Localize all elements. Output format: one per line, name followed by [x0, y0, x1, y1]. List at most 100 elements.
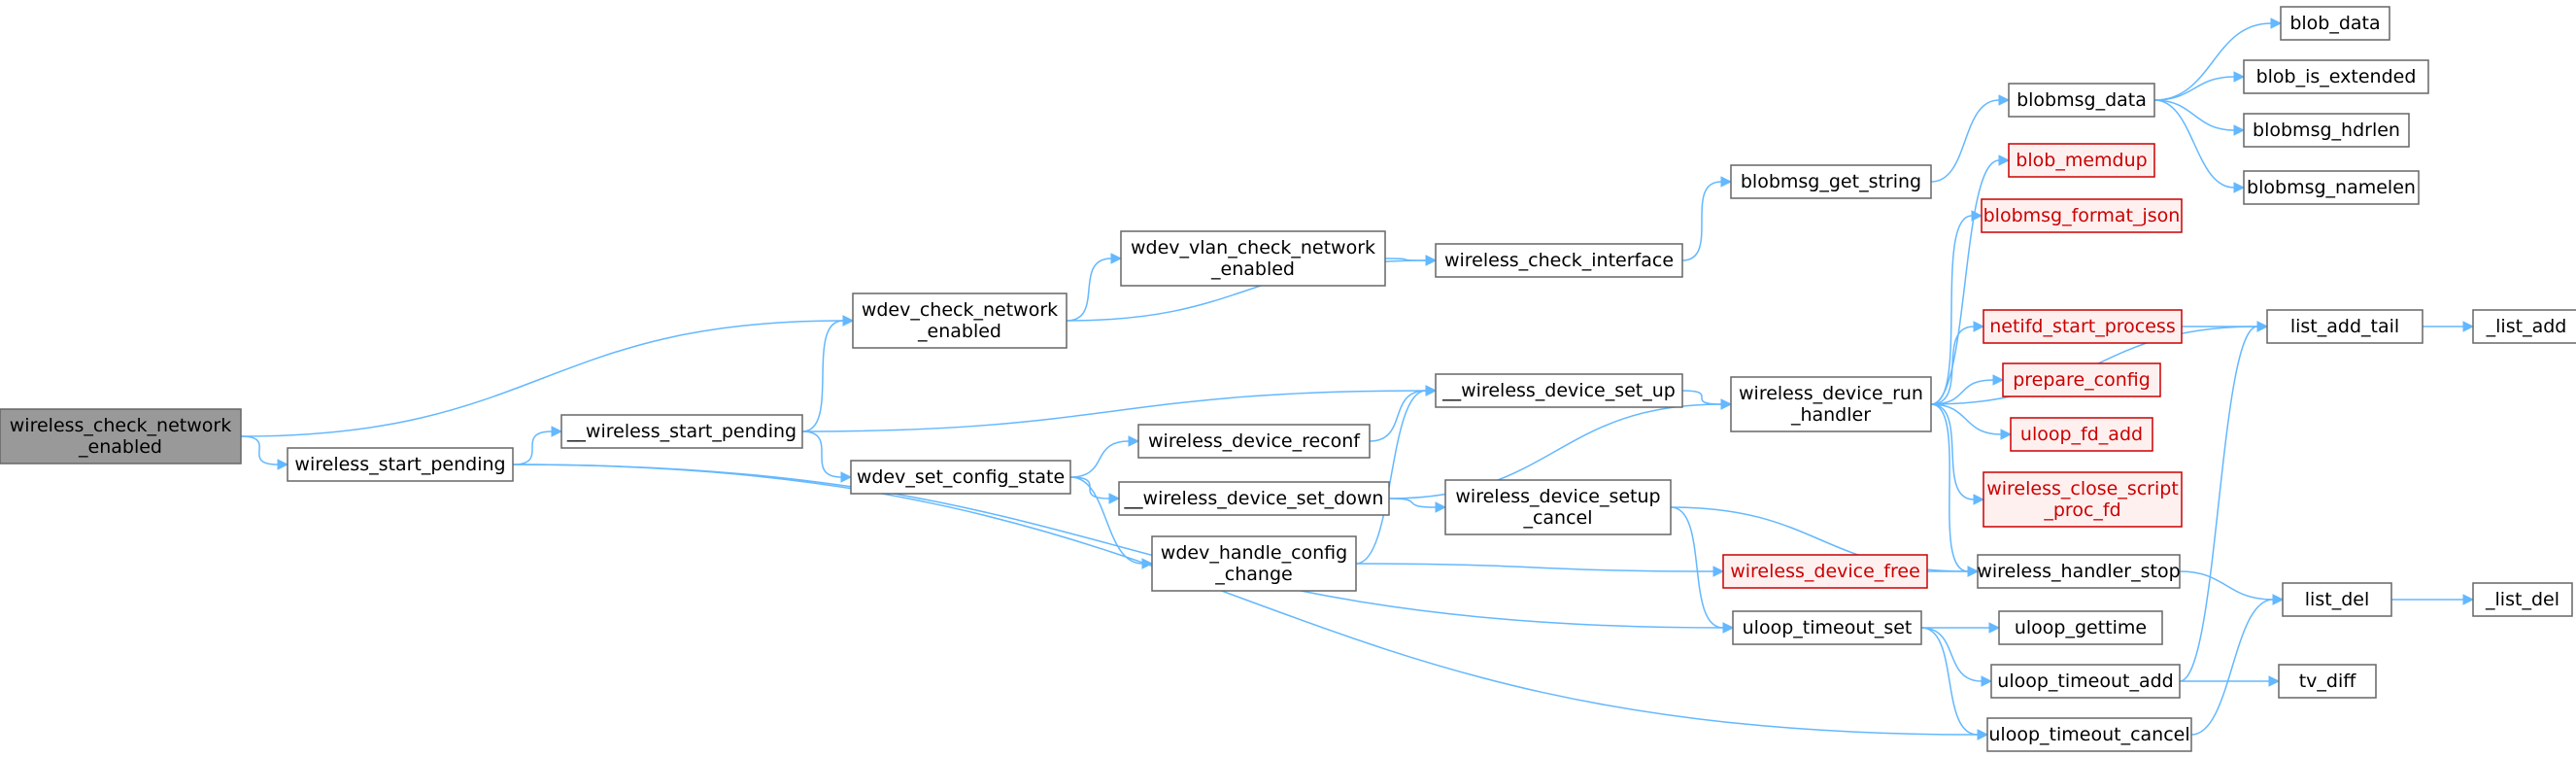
edge-arrowhead — [2272, 594, 2285, 605]
edge-arrowhead — [842, 315, 855, 327]
node-box — [1732, 610, 1922, 645]
node-box — [2266, 309, 2423, 344]
node-timeout-cancel[interactable]: uloop_timeout_cancel — [1986, 717, 2192, 752]
node-box — [0, 408, 242, 465]
node-handle-cfg[interactable]: wdev_handle_config_change — [1151, 535, 1357, 592]
node-close-script[interactable]: wireless_close_script_proc_fd — [1983, 471, 2183, 528]
node-blob-is-ext[interactable]: blob_is_extended — [2243, 59, 2429, 94]
node-label: uloop_timeout_set — [1743, 617, 1913, 638]
node-hdrlen[interactable]: blobmsg_hdrlen — [2243, 113, 2410, 148]
node-setup-cancel[interactable]: wireless_device_setup_cancel — [1444, 479, 1672, 535]
edge-set_down-to-setup_cancel — [1388, 498, 1447, 513]
node-blobmsg-data[interactable]: blobmsg_data — [2008, 83, 2155, 118]
node-label: tv_diff — [2299, 671, 2357, 692]
edge-line — [1920, 627, 1979, 736]
node-list-del[interactable]: _list_del — [2472, 582, 2573, 617]
node-label: _enabled — [78, 436, 162, 458]
edge-start_pending-to-__start_pending — [512, 426, 563, 465]
edge-timeout_set-to-gettime — [1921, 622, 2001, 634]
node-set-config[interactable]: wdev_set_config_state — [850, 460, 1071, 495]
edge-blobmsg_data-to-blob_data — [2153, 17, 2283, 101]
node-vlan-check[interactable]: wdev_vlan_check_network_enabled — [1120, 230, 1386, 287]
edge-arrowhead — [1971, 210, 1983, 222]
node-namelen[interactable]: blobmsg_namelen — [2243, 170, 2420, 205]
node-gettime[interactable]: uloop_gettime — [1998, 610, 2163, 645]
node-netifd-start[interactable]: netifd_start_process — [1983, 309, 2183, 344]
node-label: blobmsg_get_string — [1741, 171, 1921, 192]
edge-vlan_check-to-check_iface — [1384, 255, 1438, 266]
node-box — [1983, 471, 2183, 528]
node-set-up[interactable]: __wireless_device_set_up — [1435, 373, 1683, 408]
edge-arrowhead — [1435, 501, 1447, 513]
node-label: wdev_set_config_state — [857, 466, 1065, 488]
node-set-down[interactable]: __wireless_device_set_down — [1118, 481, 1390, 516]
node-box — [1730, 376, 1932, 432]
edge-line — [1069, 476, 1143, 565]
edge-run_handler-to-uloop_fd_add — [1930, 403, 2013, 440]
edge-line — [1069, 440, 1130, 478]
node-box — [1983, 309, 2183, 344]
edge-run_handler-to-blob_memdup — [1930, 155, 2011, 405]
node-prepare-cfg[interactable]: prepare_config — [2002, 362, 2161, 397]
edge-timeout_set-to-timeout_cancel — [1920, 627, 1989, 740]
node-box — [287, 447, 514, 482]
edge-netifd_start-to-list_add_tail — [2182, 321, 2269, 332]
node-tv-diff[interactable]: tv_diff — [2278, 664, 2377, 699]
edge-arrowhead — [1967, 566, 1980, 577]
node-timeout-set[interactable]: uloop_timeout_set — [1732, 610, 1922, 645]
edge-line — [1930, 99, 2000, 183]
edge-line — [1930, 379, 1994, 405]
node-box — [850, 460, 1071, 495]
node-label: blobmsg_format_json — [1983, 205, 2181, 226]
node-box — [2472, 582, 2573, 617]
node-uloop-fd-add[interactable]: uloop_fd_add — [2010, 417, 2153, 452]
edge-arrowhead — [1998, 155, 2011, 166]
edge-arrowhead — [2462, 594, 2475, 605]
node-list-add-tail[interactable]: list_add_tail — [2266, 309, 2423, 344]
node-label: wdev_handle_config — [1161, 542, 1347, 564]
node-start-pending[interactable]: wireless_start_pending — [287, 447, 514, 482]
node-label: _list_add — [2486, 316, 2567, 337]
edge-arrowhead — [2270, 17, 2283, 29]
node-box — [1435, 243, 1683, 278]
edge-arrowhead — [1110, 253, 1123, 264]
edge-arrowhead — [1141, 558, 1154, 569]
node-reconf[interactable]: wireless_device_reconf — [1137, 424, 1371, 459]
node-box — [1722, 554, 1928, 589]
node-timeout-add[interactable]: uloop_timeout_add — [1990, 664, 2181, 699]
edge-run_handler-to-netifd_start — [1930, 321, 1985, 405]
node-blob-data[interactable]: blob_data — [2280, 6, 2390, 41]
node-label: _change — [1214, 564, 1292, 585]
edge-line — [1681, 390, 1722, 405]
edge-timeout_set-to-timeout_add — [1920, 627, 1993, 687]
node-label: blobmsg_hdrlen — [2253, 120, 2400, 141]
edge-arrowhead — [1981, 675, 1993, 687]
node-format-json[interactable]: blobmsg_format_json — [1981, 198, 2183, 233]
node-root[interactable]: wireless_check_network_enabled — [0, 408, 242, 465]
node-label: wdev_vlan_check_network — [1131, 237, 1375, 258]
node-box — [1981, 198, 2183, 233]
edge-arrowhead — [1712, 566, 1725, 577]
node-run-handler[interactable]: wireless_device_run_handler — [1730, 376, 1932, 432]
node-dev-free[interactable]: wireless_device_free — [1722, 554, 1928, 589]
edge-line — [1670, 506, 1724, 629]
node-list-add[interactable]: _list_add — [2472, 309, 2576, 344]
edge-line — [1681, 181, 1722, 261]
edge-setup_cancel-to-timeout_set — [1670, 506, 1735, 634]
edge-arrowhead — [1973, 494, 1985, 505]
node-list-del[interactable]: list_del — [2282, 582, 2392, 617]
node-wdev-check[interactable]: wdev_check_network_enabled — [852, 292, 1068, 349]
node-box — [1151, 535, 1357, 592]
node-label: _proc_fd — [2043, 499, 2120, 521]
node-check-iface[interactable]: wireless_check_interface — [1435, 243, 1683, 278]
node-label: blob_memdup — [2016, 150, 2147, 171]
edge-line — [1355, 390, 1427, 565]
edge-root-to-start_pending — [240, 435, 289, 470]
node-blob-memdup[interactable]: blob_memdup — [2008, 143, 2155, 178]
node-handler-stop[interactable]: wireless_handler_stop — [1977, 554, 2181, 589]
edge-run_handler-to-handler_stop — [1930, 403, 1980, 577]
node-get-string[interactable]: blobmsg_get_string — [1730, 164, 1932, 199]
node-start-pending[interactable]: __wireless_start_pending — [560, 414, 803, 449]
node-box — [2008, 143, 2155, 178]
node-label: _enabled — [917, 321, 1001, 342]
